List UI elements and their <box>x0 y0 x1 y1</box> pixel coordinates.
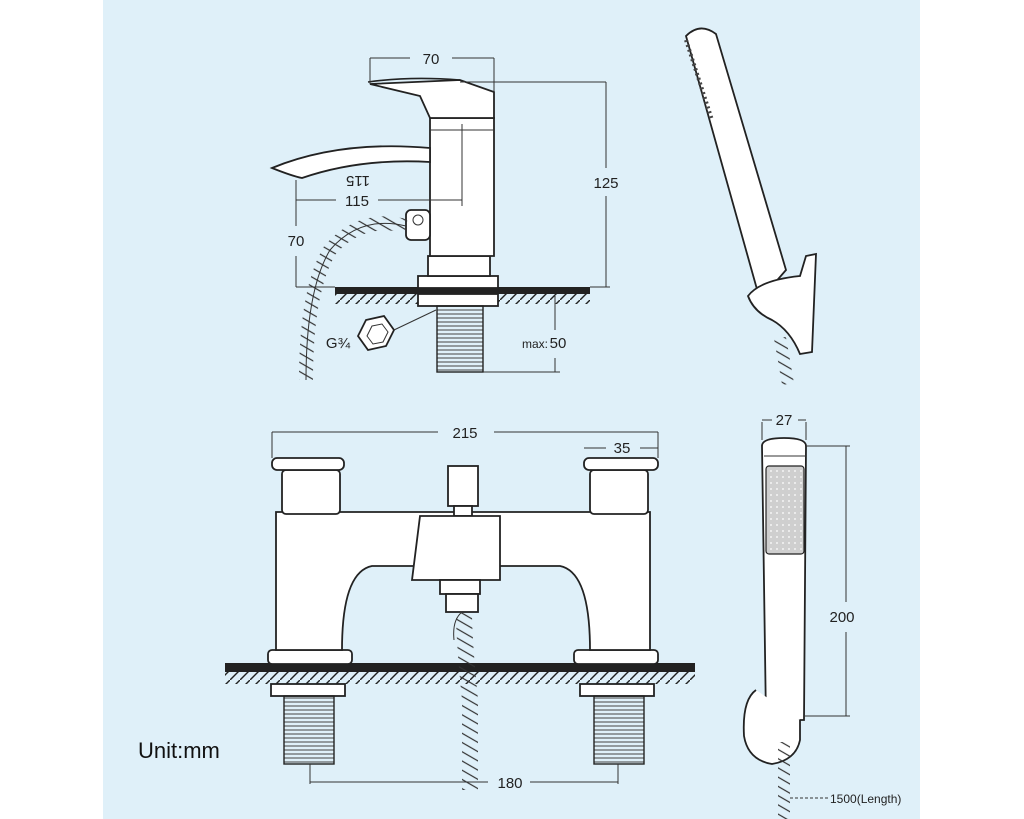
handset-side-holder <box>746 252 817 356</box>
front-right-handle <box>589 469 649 515</box>
label-handset-width: 27 <box>776 412 793 429</box>
side-thread <box>436 305 484 373</box>
label-side-thread-max-value: 50 <box>550 335 567 352</box>
front-right-base <box>573 649 659 665</box>
label-front-handle-width: 35 <box>614 440 631 457</box>
front-body <box>275 511 651 651</box>
label-side-thread-max: max: <box>522 337 548 351</box>
front-right-nut <box>579 683 655 697</box>
side-nut <box>417 293 499 307</box>
label-front-center-distance: 180 <box>497 775 522 792</box>
handset-spray-face <box>765 465 805 555</box>
front-diverter <box>447 465 479 507</box>
label-side-spout-height: 70 <box>288 233 305 250</box>
front-left-thread <box>283 695 335 765</box>
handset-side-body <box>684 27 788 302</box>
front-left-handle <box>281 469 341 515</box>
side-collar <box>427 255 491 277</box>
front-hose <box>456 611 478 790</box>
label-hose-length: 1500(Length) <box>830 792 901 806</box>
front-left-nut <box>270 683 346 697</box>
hex-nut-symbol <box>356 314 396 352</box>
front-left-base <box>267 649 353 665</box>
label-front-total-width: 215 <box>452 425 477 442</box>
label-side-total-height: 125 <box>593 175 618 192</box>
label-side-spout-reach-handwritten: 115 <box>346 172 370 189</box>
unit-label: Unit:mm <box>138 738 220 763</box>
label-side-spout-reach: 115 <box>345 193 369 210</box>
label-side-top-width: 70 <box>423 51 440 68</box>
front-spout <box>410 515 501 581</box>
handset-side-hose <box>774 336 794 385</box>
side-view: 70 125 115 115 70 G¾ max: 50 <box>269 51 619 381</box>
side-base <box>417 275 499 289</box>
side-spout <box>269 145 431 179</box>
handset-front-view: 27 200 1500(Length) <box>742 412 901 819</box>
side-deck-plate <box>335 287 590 294</box>
label-handset-height: 200 <box>829 609 854 626</box>
front-right-thread <box>593 695 645 765</box>
label-thread-size: G¾ <box>326 335 351 352</box>
handset-side-view <box>684 27 817 385</box>
side-lever <box>369 79 495 119</box>
front-view: 215 35 180 <box>225 425 695 792</box>
